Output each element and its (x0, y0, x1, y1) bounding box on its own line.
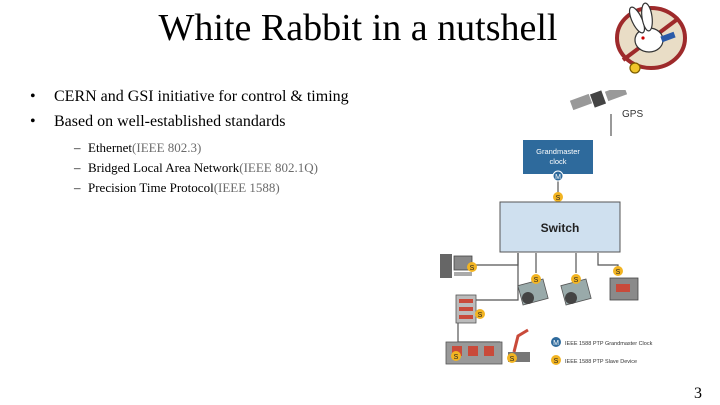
instrument-icon (609, 277, 639, 301)
sub-bullet-item: –Precision Time Protocol (IEEE 1588) (74, 180, 280, 195)
page-number: 3 (694, 385, 702, 402)
svg-text:M: M (553, 340, 559, 347)
network-diagram: GPS Grandmaster clock M S Switch (440, 90, 653, 365)
svg-text:S: S (510, 356, 515, 363)
legend-slave-text: IEEE 1588 PTP Slave Device (565, 359, 637, 365)
svg-text:M: M (555, 174, 561, 181)
svg-text:S: S (616, 269, 621, 276)
slide-title: White Rabbit in a nutshell (158, 7, 558, 49)
svg-text:S: S (556, 195, 561, 202)
slave-badge (451, 351, 461, 361)
white-rabbit-logo (615, 2, 687, 74)
grandmaster-label: Grandmaster (536, 147, 580, 156)
camera-icon (560, 278, 592, 306)
sub-bullet-item: –Bridged Local Area Network (IEEE 802.1Q… (74, 160, 318, 175)
slave-badge (613, 266, 623, 276)
computer-icon (440, 254, 473, 278)
clock-label: clock (549, 157, 566, 166)
gps-label: GPS (622, 109, 643, 120)
svg-text:S: S (470, 265, 475, 272)
switch-label: Switch (541, 221, 580, 235)
switch-box (499, 201, 621, 253)
svg-text:S: S (574, 277, 579, 284)
bullet-item: •Based on well-established standards (30, 113, 286, 130)
grandmaster-clock-box (523, 140, 593, 174)
slave-badge: S (553, 192, 563, 202)
legend-master-text: IEEE 1588 PTP Grandmaster Clock (565, 341, 653, 347)
slave-badge (507, 353, 517, 363)
bullet-list: •CERN and GSI initiative for control & t… (30, 84, 430, 198)
robot-arm-icon (508, 328, 530, 362)
slave-badge (475, 309, 485, 319)
rack-device-icon (455, 294, 477, 324)
sub-bullet-list: –Ethernet (IEEE 802.3) –Bridged Local Ar… (30, 138, 430, 198)
legend: M IEEE 1588 PTP Grandmaster Clock S IEEE… (551, 337, 653, 365)
bullet-item: •CERN and GSI initiative for control & t… (30, 88, 349, 105)
svg-text:S: S (534, 277, 539, 284)
satellite-icon (569, 90, 628, 111)
svg-text:S: S (554, 358, 559, 365)
slave-badge (531, 274, 541, 284)
svg-text:S: S (454, 354, 459, 361)
master-badge: M (552, 170, 564, 182)
slave-badge (467, 262, 477, 272)
svg-text:S: S (478, 312, 483, 319)
slave-badge (571, 274, 581, 284)
sub-bullet-item: –Ethernet (IEEE 802.3) (74, 140, 202, 155)
camera-icon (517, 278, 549, 306)
